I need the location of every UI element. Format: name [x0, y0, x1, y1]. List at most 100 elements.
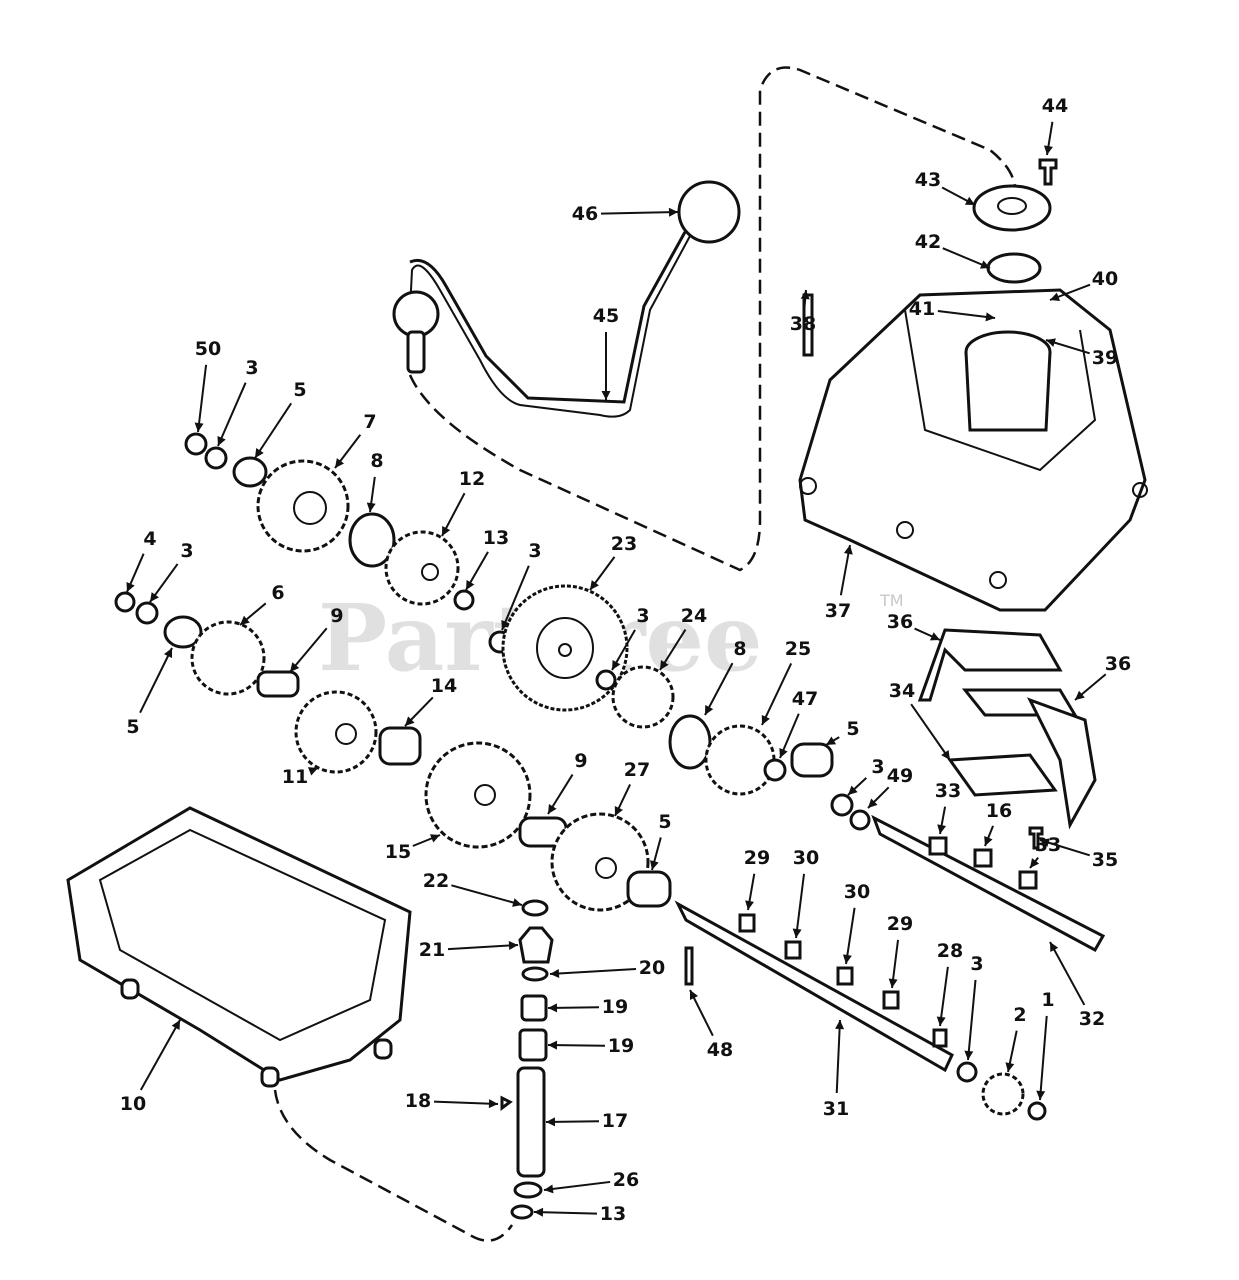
- callout-5: 5: [126, 716, 139, 738]
- assembly-lines: [273, 66, 1017, 1242]
- leader-arrow-48: [690, 990, 699, 1001]
- leader-arrow-27: [614, 805, 623, 816]
- callout-1: 1: [1041, 989, 1054, 1011]
- leader-arrow-10: [171, 1020, 180, 1031]
- callout-5: 5: [293, 379, 306, 401]
- leader-line-3: [967, 979, 977, 1061]
- shift-lever: [392, 180, 741, 418]
- callout-42: 42: [915, 231, 941, 253]
- leader-arrow-26: [544, 1184, 554, 1194]
- bevel-pinion-21: [518, 926, 554, 964]
- callout-39: 39: [1092, 347, 1118, 369]
- leader-arrow-45: [601, 391, 611, 400]
- bearing-19: [520, 994, 548, 1022]
- bevel-gear-hub: [558, 643, 572, 657]
- leader-line-9: [289, 627, 328, 673]
- callout-43: 43: [915, 169, 941, 191]
- gear-7: [256, 459, 350, 553]
- leader-arrow-42: [979, 260, 990, 269]
- pin-48: [684, 946, 694, 986]
- callout-25: 25: [785, 638, 811, 660]
- shifter-tower: [964, 351, 1052, 432]
- callout-19: 19: [608, 1035, 634, 1057]
- gear-12-hub: [421, 563, 439, 581]
- callout-9: 9: [330, 605, 343, 627]
- callout-12: 12: [459, 468, 485, 490]
- housing-hole: [989, 571, 1007, 589]
- callout-26: 26: [613, 1169, 639, 1191]
- leader-arrow-43: [964, 196, 975, 205]
- leader-line-32: [1049, 941, 1086, 1006]
- spring-9: [256, 670, 300, 698]
- callout-40: 40: [1092, 268, 1118, 290]
- callout-10: 10: [120, 1093, 146, 1115]
- snap-ring-4: [114, 591, 136, 613]
- key-29: [738, 913, 756, 933]
- leader-arrow-5: [255, 448, 264, 458]
- leader-arrow-5: [163, 648, 173, 659]
- callout-2: 2: [1013, 1004, 1026, 1026]
- callout-37: 37: [825, 600, 851, 622]
- callout-33: 33: [1035, 834, 1061, 856]
- lower-housing-shell: [66, 806, 412, 1082]
- leader-arrow-39: [1046, 338, 1056, 347]
- leader-arrow-3: [217, 435, 226, 446]
- callout-24: 24: [681, 605, 707, 627]
- leader-arrow-19: [548, 1003, 558, 1013]
- housing-hole: [799, 477, 817, 495]
- key-18: [500, 1095, 513, 1111]
- leader-arrow-30: [842, 954, 852, 964]
- leader-arrow-40: [1050, 292, 1061, 301]
- collar-8: [668, 714, 712, 770]
- callout-31: 31: [823, 1098, 849, 1120]
- gear-27: [550, 812, 650, 912]
- snap-ring-50: [184, 432, 208, 456]
- shift-lever-rod-outline: [409, 231, 687, 404]
- leader-line-8: [704, 662, 734, 716]
- middle-gear-stack: [114, 591, 532, 849]
- housing-bolt-line: [273, 1089, 514, 1242]
- leader-line-18: [433, 1100, 499, 1105]
- callout-23: 23: [611, 533, 637, 555]
- key-30: [784, 940, 802, 960]
- leader-line-5: [139, 647, 173, 714]
- leader-line-10: [139, 1019, 181, 1091]
- callout-3: 3: [245, 357, 258, 379]
- leader-arrow-9: [548, 803, 557, 814]
- callout-3: 3: [871, 756, 884, 778]
- cap-43: [972, 184, 1052, 232]
- callout-3: 3: [636, 605, 649, 627]
- leader-line-22: [451, 884, 523, 906]
- gear-25: [704, 724, 776, 796]
- leader-arrow-9: [290, 662, 300, 672]
- key-33: [928, 836, 948, 856]
- callout-41: 41: [909, 298, 935, 320]
- leader-arrow-12: [442, 525, 451, 536]
- leader-line-19: [547, 1044, 606, 1047]
- callout-3: 3: [528, 540, 541, 562]
- leader-line-41: [937, 309, 996, 319]
- shafts: [674, 814, 1106, 1121]
- callout-11: 11: [282, 766, 308, 788]
- callout-19: 19: [602, 996, 628, 1018]
- leader-arrow-11: [307, 767, 318, 776]
- leader-arrow-44: [1044, 145, 1053, 155]
- key-29: [882, 990, 900, 1010]
- callout-49: 49: [887, 765, 913, 787]
- callout-28: 28: [937, 940, 963, 962]
- leader-line-3: [501, 565, 530, 631]
- leader-arrow-3: [612, 659, 621, 670]
- callout-5: 5: [658, 811, 671, 833]
- leader-arrow-16: [984, 835, 993, 846]
- callout-17: 17: [602, 1110, 628, 1132]
- vertical-shaft-stack: [500, 899, 554, 1220]
- bushing-5: [790, 742, 834, 778]
- leader-line-30: [795, 873, 806, 939]
- leader-line-31: [835, 1019, 841, 1094]
- leader-line-13: [533, 1211, 598, 1215]
- spacer-14: [378, 726, 422, 766]
- leader-arrow-3: [848, 785, 858, 795]
- watermark-trademark: TM: [879, 591, 904, 610]
- leader-arrow-6: [240, 615, 250, 625]
